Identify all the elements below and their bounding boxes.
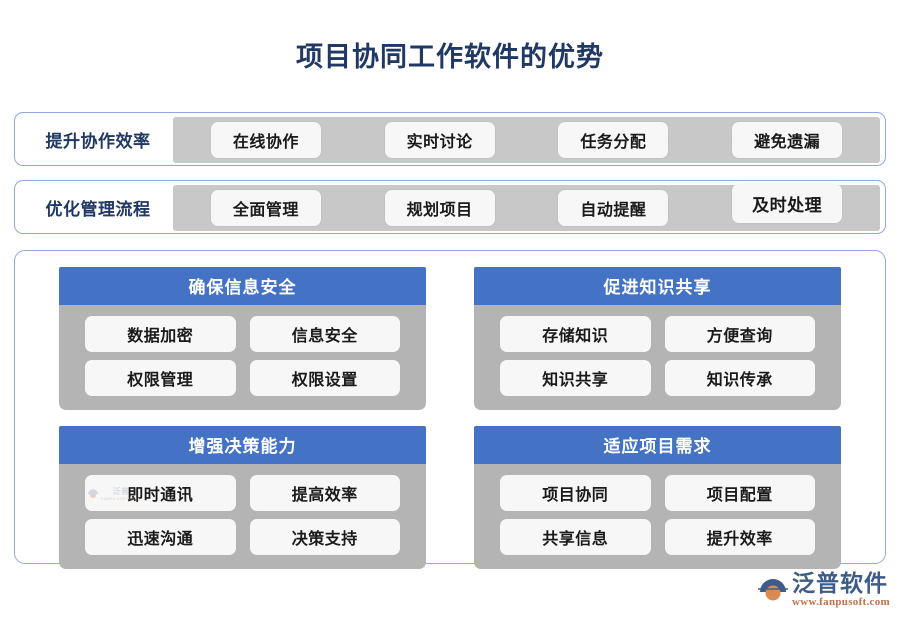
card-item[interactable]: 方便查询	[664, 316, 815, 353]
card-item[interactable]: 知识传承	[664, 360, 815, 397]
card-knowledge-sharing: 促进知识共享 存储知识 方便查询 知识共享 知识传承	[474, 267, 841, 411]
row-item-pill[interactable]: 自动提醒	[558, 190, 669, 227]
card-item[interactable]: 项目配置	[664, 475, 815, 512]
card-header: 增强决策能力	[59, 426, 426, 465]
card-item-label: 即时通讯	[127, 487, 194, 505]
brand-name: 泛普软件	[792, 570, 888, 597]
row-item-pill[interactable]: 规划项目	[384, 190, 495, 227]
page-title: 项目协同工作软件的优势	[296, 42, 604, 73]
card-body: 项目协同 项目配置 共享信息 提升效率	[474, 464, 841, 570]
fanpu-logo-icon	[758, 576, 788, 604]
card-item[interactable]: 权限设置	[249, 360, 400, 397]
row-item-pill[interactable]: 及时处理	[732, 184, 843, 224]
card-body: 存储知识 方便查询 知识共享 知识传承	[474, 305, 841, 411]
card-item[interactable]: 存储知识	[500, 316, 651, 353]
row-items-collaboration: 在线协作 实时讨论 任务分配 避免遗漏	[173, 117, 880, 164]
brand-logo: 泛普软件 www.fanpusoft.com	[758, 572, 890, 608]
row-item-pill[interactable]: 在线协作	[210, 122, 321, 159]
card-item[interactable]: 权限管理	[85, 360, 236, 397]
row-item-pill[interactable]: 任务分配	[558, 122, 669, 159]
row-item-pill[interactable]: 全面管理	[210, 190, 321, 227]
card-item[interactable]: 迅速沟通	[85, 519, 236, 556]
card-item[interactable]: 知识共享	[500, 360, 651, 397]
card-item[interactable]: 项目协同	[500, 475, 651, 512]
card-body: 泛普 FANPU SOFTWARE 即时通讯 提高效率 迅速沟通 决策支持	[59, 464, 426, 570]
card-header: 适应项目需求	[474, 426, 841, 465]
brand-text: 泛普软件 www.fanpusoft.com	[792, 572, 890, 608]
row-label-management: 优化管理流程	[45, 199, 151, 219]
benefit-cards-panel: 确保信息安全 数据加密 信息安全 权限管理 权限设置 促进知识共享 存储知识 方…	[14, 250, 886, 570]
row-item-pill[interactable]: 避免遗漏	[732, 122, 843, 159]
card-information-security: 确保信息安全 数据加密 信息安全 权限管理 权限设置	[59, 267, 426, 411]
benefit-row-collaboration: 提升协作效率 在线协作 实时讨论 任务分配 避免遗漏	[14, 112, 886, 167]
card-item[interactable]: 数据加密	[85, 316, 236, 353]
row-items-management: 全面管理 规划项目 自动提醒 及时处理	[173, 184, 880, 232]
card-item[interactable]: 提升效率	[664, 519, 815, 556]
card-item[interactable]: 提高效率	[249, 475, 400, 512]
row-label-collaboration: 提升协作效率	[45, 131, 151, 151]
card-header: 确保信息安全	[59, 267, 426, 306]
card-item[interactable]: 信息安全	[249, 316, 400, 353]
card-item[interactable]: 共享信息	[500, 519, 651, 556]
row-item-pill[interactable]: 实时讨论	[384, 122, 495, 159]
card-header: 促进知识共享	[474, 267, 841, 306]
card-body: 数据加密 信息安全 权限管理 权限设置	[59, 305, 426, 411]
watermark-swoosh-icon	[88, 489, 98, 499]
card-project-adaptation: 适应项目需求 项目协同 项目配置 共享信息 提升效率	[474, 426, 841, 570]
card-decision-ability: 增强决策能力 泛普 FANPU SOFTWARE 即时通讯 提高效率 迅速沟通 …	[59, 426, 426, 570]
card-item[interactable]: 决策支持	[249, 519, 400, 556]
benefit-row-management: 优化管理流程 全面管理 规划项目 自动提醒 及时处理	[14, 180, 886, 235]
brand-url: www.fanpusoft.com	[792, 596, 890, 609]
card-item[interactable]: 泛普 FANPU SOFTWARE 即时通讯	[85, 475, 236, 512]
